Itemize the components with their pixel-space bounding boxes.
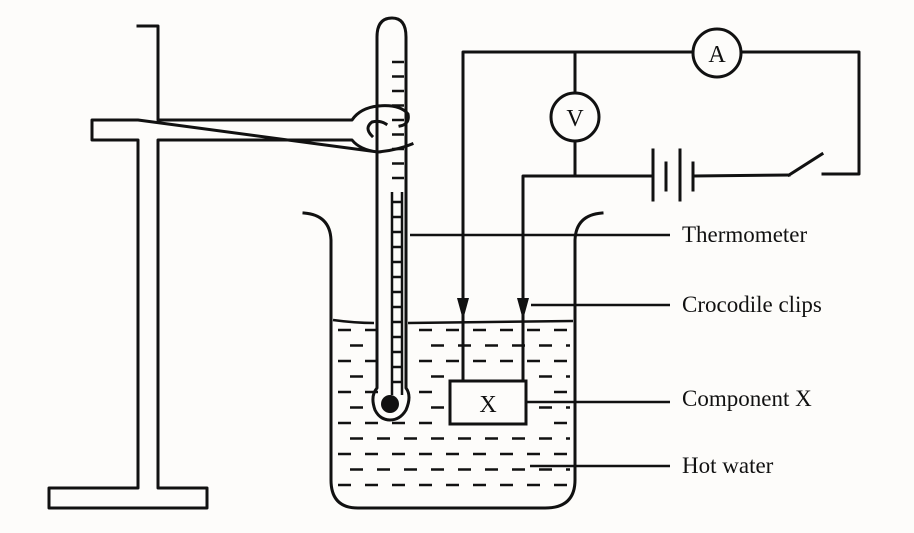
battery	[651, 148, 695, 202]
label-component-x: Component X	[682, 386, 812, 411]
label-hot-water: Hot water	[682, 453, 774, 478]
stand-rod-and-arm	[47, 24, 380, 510]
wire-battery-switch	[692, 173, 791, 178]
ammeter: A	[691, 27, 743, 79]
retort-stand	[47, 24, 414, 510]
label-crocodile-clips: Crocodile clips	[682, 292, 822, 317]
thermometer-bulb	[381, 395, 399, 413]
thermometer-scale	[392, 60, 404, 384]
beaker-outline	[302, 211, 604, 510]
ammeter-symbol: A	[708, 42, 726, 68]
component-x-symbol: X	[479, 392, 496, 418]
voltmeter: V	[549, 91, 601, 143]
label-thermometer: Thermometer	[682, 222, 808, 247]
voltmeter-symbol: V	[566, 106, 584, 132]
wire-left-loop	[461, 50, 695, 383]
thermometer-tube	[371, 16, 411, 422]
hot-water	[338, 328, 570, 487]
leader-lines	[410, 233, 670, 468]
crocodile-clip-left-arrow	[457, 298, 469, 320]
wire-clip-right	[521, 174, 655, 383]
circuit: A V	[457, 27, 861, 383]
switch	[786, 151, 825, 178]
wire-right-loop	[740, 50, 861, 176]
beaker	[302, 211, 604, 510]
crocodile-clip-right-arrow	[517, 298, 529, 320]
thermometer	[371, 16, 411, 422]
water-surface	[332, 318, 574, 325]
component-x: X	[448, 379, 528, 426]
